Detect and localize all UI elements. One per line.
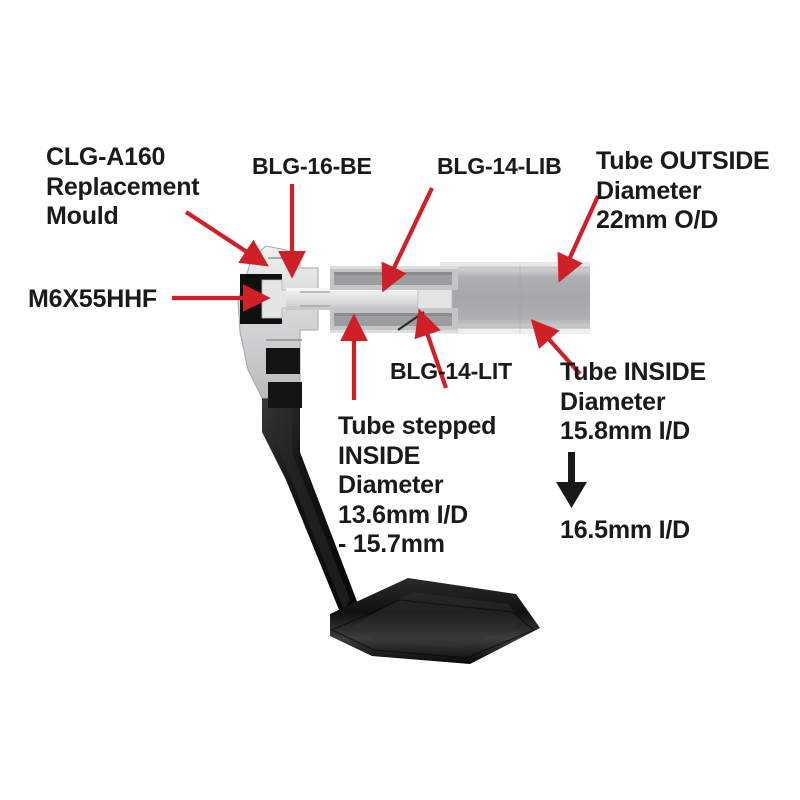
- label-tube-inside-diameter: Tube INSIDE Diameter 15.8mm I/D: [560, 358, 706, 445]
- callout-arrow-blg-14-lit: [414, 308, 448, 389]
- label-blg-14-lib: BLG-14-LIB: [437, 153, 562, 179]
- label-blg-14-lit: BLG-14-LIT: [390, 358, 512, 384]
- pedal-edge: [330, 599, 536, 659]
- mould-slot-upper: [266, 348, 300, 374]
- lever-arm-highlight: [272, 400, 350, 610]
- bush-lower: [330, 308, 458, 333]
- label-tube-inside-diameter-result: 16.5mm I/D: [560, 516, 691, 544]
- callout-arrow-blg-14-lib: [381, 187, 434, 293]
- mould-slot-lower: [268, 382, 302, 408]
- tube-cross-section: [440, 262, 590, 334]
- callout-arrow-tube-outside: [557, 195, 600, 283]
- down-arrow-icon: [556, 452, 587, 508]
- label-clg-a160-replacement-mould: CLG-A160 Replacement Mould: [46, 143, 200, 230]
- label-blg-16-be: BLG-16-BE: [252, 153, 372, 179]
- pedal-foot: [330, 578, 540, 664]
- label-m6x55hhf: M6X55HHF: [28, 285, 157, 313]
- bolt-shaft: [286, 288, 436, 310]
- clamp-body-and-lever: [237, 245, 540, 664]
- label-tube-outside-diameter: Tube OUTSIDE Diameter 22mm O/D: [596, 147, 770, 234]
- callout-arrow-tube-inside: [530, 319, 582, 376]
- pedal-foot-highlight: [352, 592, 522, 648]
- callout-arrow-clg-mould: [184, 210, 269, 267]
- label-tube-stepped-inside-diameter: Tube stepped INSIDE Diameter 13.6mm I/D …: [338, 412, 497, 558]
